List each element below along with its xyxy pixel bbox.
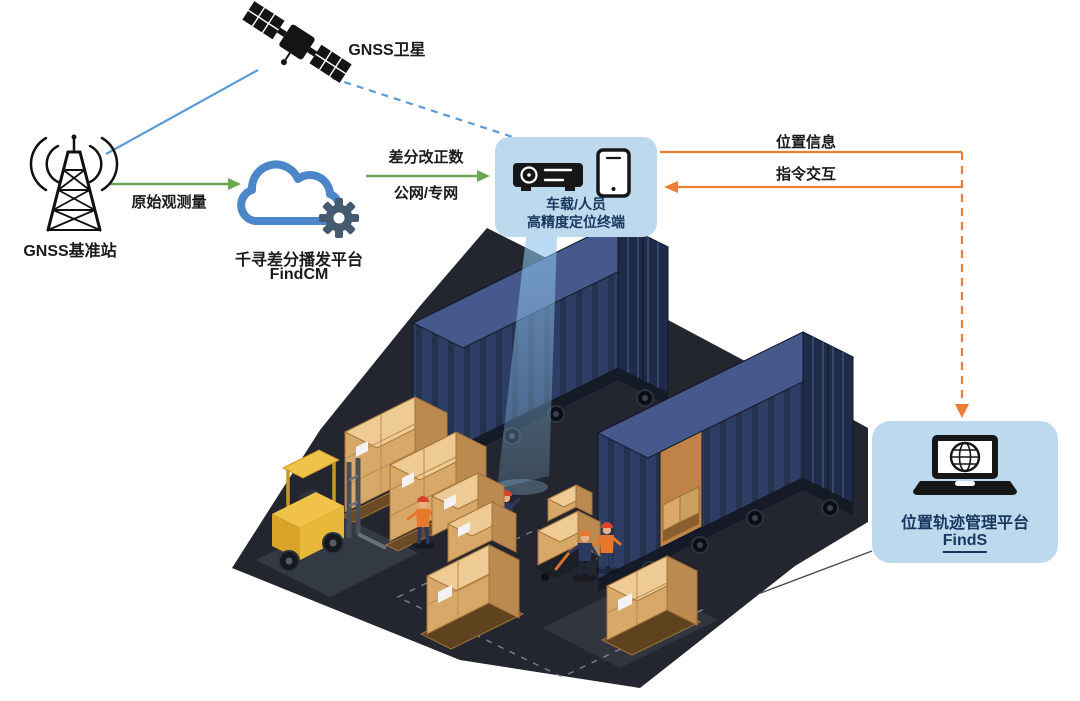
arrow-base-to-cloud	[110, 178, 241, 190]
pallet-stack-left	[419, 544, 525, 650]
base-station-label: GNSS基准站	[23, 243, 117, 260]
cloud-platform-product: FindCM	[269, 266, 329, 283]
shipping-container-2	[596, 331, 855, 591]
floor	[232, 228, 868, 688]
arrow-cloud-to-terminal	[366, 170, 490, 182]
laptop-globe-icon	[913, 435, 1017, 495]
position-info-label: 位置信息	[775, 134, 837, 151]
arrow-platform-to-terminal	[664, 181, 962, 193]
gear-icon	[319, 198, 359, 238]
onboard-unit-icon	[513, 163, 583, 191]
vehicle-terminal-icon	[513, 148, 631, 198]
management-panel: 位置轨迹管理平台 FindS	[872, 421, 1058, 563]
raw-observation-label: 原始观测量	[131, 194, 207, 211]
radio-tower-icon	[2, 130, 142, 240]
pallet-stack-right	[600, 555, 702, 656]
management-platform-name: 位置轨迹管理平台	[900, 515, 1030, 532]
terminal-label-line1: 车载/人员	[546, 196, 606, 212]
correction-label-line2: 公网/专网	[393, 185, 459, 202]
terminal-label-line2: 高精度定位终端	[527, 214, 625, 230]
satellite-icon	[237, 0, 357, 87]
satellite-label: GNSS卫星	[348, 42, 426, 59]
worker-vest	[592, 522, 622, 574]
management-platform-product: FindS	[942, 532, 988, 553]
pallet-truck-group	[533, 484, 622, 582]
arrow-terminal-to-platform	[660, 150, 969, 418]
link-satellite-terminal	[331, 76, 523, 142]
forklift	[272, 449, 387, 572]
smartphone-icon	[596, 148, 631, 198]
globe-icon	[949, 441, 981, 473]
terminal-panel: 车载/人员 高精度定位终端	[495, 137, 657, 237]
floor-marking	[396, 528, 704, 678]
callout-line-scene-platform	[757, 550, 873, 595]
cloud-platform-name: 千寻差分播发平台	[234, 252, 364, 269]
cloud-gear-icon	[225, 148, 375, 258]
loose-boxes	[430, 472, 518, 563]
floor-patch	[256, 517, 418, 597]
worker-pallet-truck	[568, 530, 598, 582]
command-interaction-label: 指令交互	[775, 166, 837, 183]
container-open-door	[659, 430, 703, 549]
link-satellite-base	[105, 69, 259, 155]
warehouse-illustration	[232, 221, 868, 688]
correction-label-line1: 差分改正数	[388, 149, 464, 166]
